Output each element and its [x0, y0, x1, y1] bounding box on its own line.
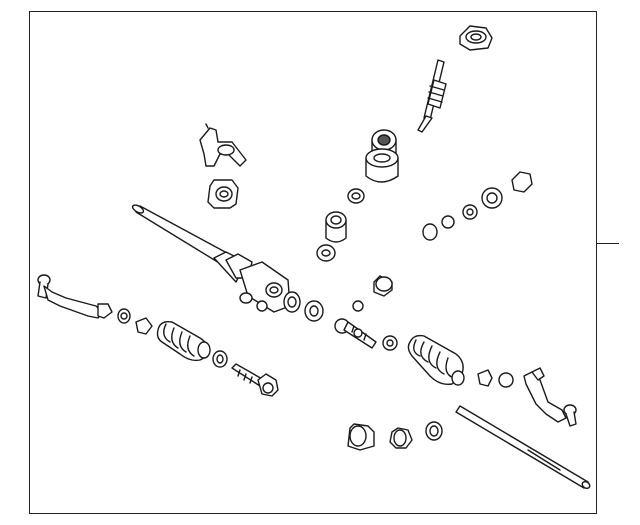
rack-shaft [456, 406, 591, 490]
left-inner-tie-rod [232, 364, 278, 396]
pinion-bushing [317, 212, 346, 261]
mount-bushing [208, 180, 238, 208]
diagram-frame [29, 11, 597, 514]
steering-rack-housing [131, 203, 300, 312]
boot-clamp [478, 370, 513, 387]
grommet [305, 301, 323, 321]
grommet [353, 276, 392, 311]
left-tie-rod-end [38, 275, 112, 318]
lock-nut [383, 336, 397, 350]
housing-mount-bracket [200, 124, 246, 166]
adjuster-plug [423, 172, 532, 240]
callout-leader-line [597, 243, 619, 244]
pinion-shaft [418, 60, 446, 132]
mount-bushing [348, 422, 442, 450]
left-bellows-boot [158, 322, 211, 361]
pinion-seal [366, 130, 398, 182]
right-bellows-boot [408, 336, 464, 385]
boot-clamp [136, 318, 152, 334]
grommet [348, 189, 364, 203]
right-tie-rod-end [524, 368, 576, 426]
lock-nut [118, 309, 130, 323]
right-inner-tie-rod [335, 319, 376, 348]
boot-clamp [213, 351, 227, 367]
pinion-bearing-cap [460, 26, 492, 50]
